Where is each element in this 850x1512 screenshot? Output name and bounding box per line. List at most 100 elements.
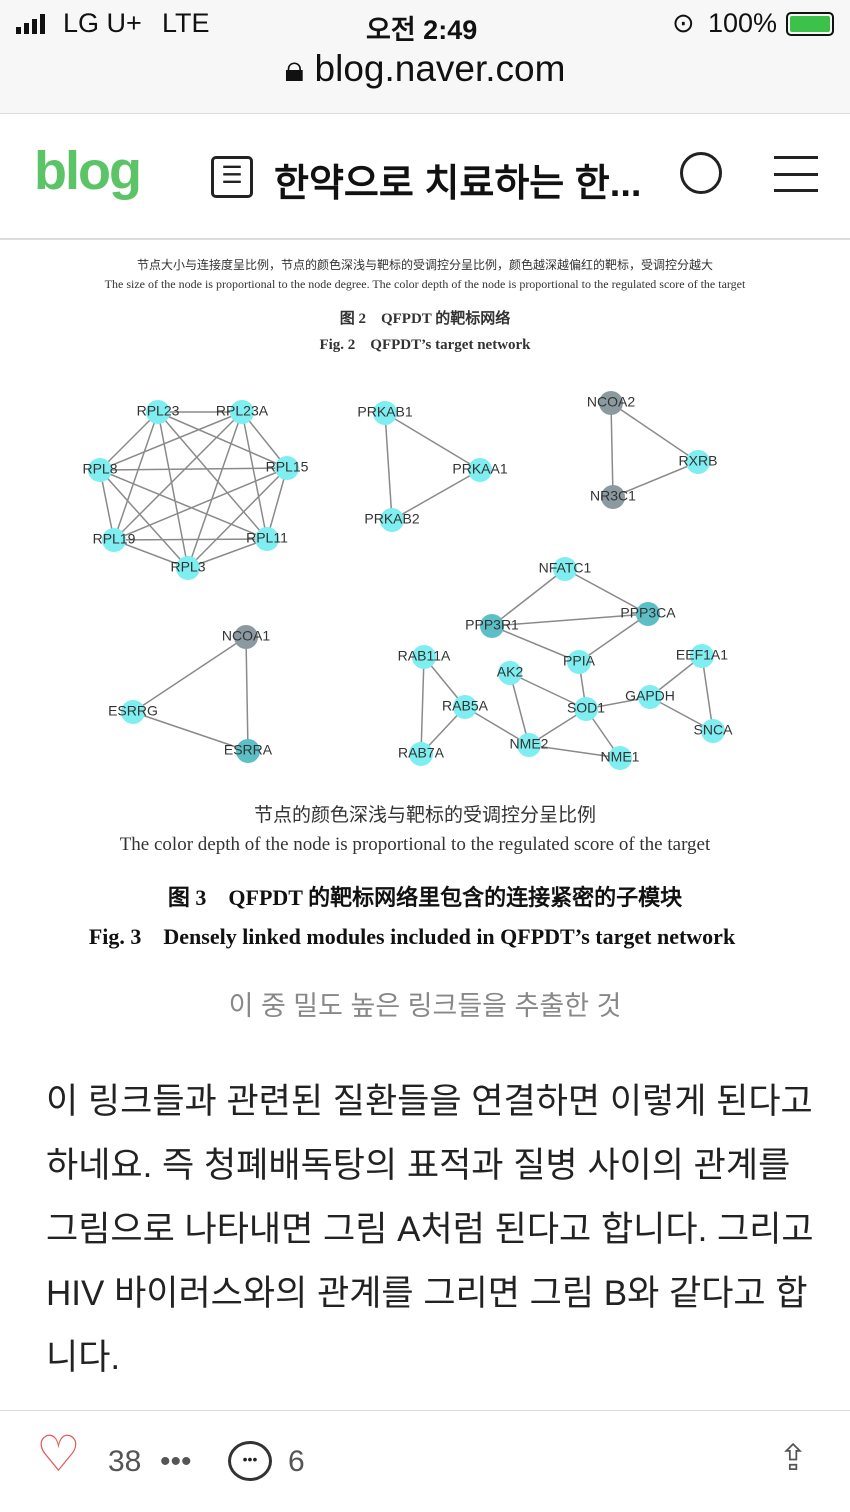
lock-icon: 🔒︎ <box>284 48 305 89</box>
node-label: AK2 <box>497 664 524 680</box>
network-type: LTE <box>162 8 210 38</box>
network-node: RPL3 <box>170 556 206 580</box>
network-edge <box>701 655 714 732</box>
node-label: NCOA2 <box>587 394 635 410</box>
fig2-title-cn: 图 2 QFPDT 的靶标网络 <box>339 311 511 327</box>
clock: 오전 2:49 <box>366 15 478 45</box>
node-label: GAPDH <box>625 688 675 704</box>
node-label: RAB11A <box>398 648 451 664</box>
fig3-title-cn: 图 3 QFPDT 的靶标网络里包含的连接紧密的子模块 <box>167 885 683 910</box>
network-edge <box>157 411 288 469</box>
network-edge <box>99 411 243 471</box>
network-edge <box>99 469 268 540</box>
network-edge <box>113 467 288 541</box>
node-label: PPP3CA <box>620 605 676 621</box>
node-circle <box>468 458 492 482</box>
node-circle <box>567 650 591 674</box>
network-node: EEF1A1 <box>676 644 728 668</box>
network-edge <box>99 411 159 471</box>
network-edge <box>509 672 587 710</box>
network-edge <box>241 411 268 540</box>
post-body-text: 이 링크들과 관련된 질환들을 연결하면 이렇게 된다고 하네요. 즉 청폐배독… <box>46 1082 814 1377</box>
carrier: LG U+ <box>63 8 142 38</box>
fig2-title-en: Fig. 2 QFPDT’s target network <box>319 337 531 353</box>
network-node: RXRB <box>679 450 718 474</box>
network-edge <box>99 467 288 471</box>
node-label: ESRRG <box>108 703 158 719</box>
node-label: NCOA1 <box>222 628 270 644</box>
url-text: blog.naver.com <box>314 48 566 89</box>
network-edge <box>491 613 649 627</box>
node-circle <box>373 401 397 425</box>
node-label: PPP3R1 <box>465 617 519 633</box>
node-label: RPL23 <box>137 403 180 419</box>
node-circle <box>275 456 299 480</box>
network-node: RPL8 <box>82 458 118 482</box>
network-edge <box>612 461 699 498</box>
network-edge <box>113 411 243 541</box>
network-node: NFATC1 <box>539 557 592 581</box>
search-icon[interactable] <box>680 152 722 194</box>
post-footer: ♡ 38 ••• ••• 6 ⇪ <box>0 1410 850 1512</box>
node-label: RAB5A <box>442 698 489 714</box>
node-circle <box>608 746 632 770</box>
heart-icon[interactable]: ♡ <box>36 1426 81 1482</box>
node-circle <box>409 742 433 766</box>
network-edge <box>610 402 614 498</box>
node-label: RPL8 <box>82 461 117 477</box>
network-node: RPL11 <box>246 527 288 551</box>
network-edge <box>187 538 268 569</box>
node-label: PRKAB1 <box>357 404 412 420</box>
node-circle <box>599 391 623 415</box>
network-edge <box>610 402 699 463</box>
node-label: PRKAB2 <box>364 511 419 527</box>
node-label: NME1 <box>601 749 640 765</box>
menu-icon[interactable] <box>774 156 818 192</box>
post-title: 한약으로 치료하는 한... <box>274 163 642 205</box>
network-node: RPL23 <box>137 400 180 424</box>
node-label: RXRB <box>679 453 718 469</box>
status-bar: LG U+ LTE 오전 2:49 ⊙ 100% 🔒︎ blog.naver.c… <box>0 0 850 114</box>
network-node: NCOA1 <box>222 625 270 649</box>
comment-icon[interactable]: ••• <box>228 1441 272 1481</box>
comment-count: 6 <box>288 1445 305 1478</box>
fig3-title-en: Fig. 3 Densely linked modules included i… <box>88 924 736 949</box>
network-edge <box>509 672 530 746</box>
node-label: PPIA <box>563 653 596 669</box>
share-icon[interactable]: ⇪ <box>778 1437 809 1478</box>
network-edge <box>157 411 268 540</box>
node-circle <box>176 556 200 580</box>
network-node: NME1 <box>601 746 640 770</box>
network-edge <box>99 469 189 569</box>
network-edge <box>187 467 288 569</box>
node-label: NME2 <box>510 736 549 752</box>
network-node: RAB11A <box>398 645 451 669</box>
network-edge <box>132 711 249 752</box>
network-edge <box>384 412 481 471</box>
network-node: NCOA2 <box>587 391 635 415</box>
network-edge <box>245 636 249 752</box>
network-node: PRKAB2 <box>364 508 420 532</box>
node-circle <box>236 739 260 763</box>
network-node: ESRRG <box>108 700 158 724</box>
fig2-note-cn: 节点大小与连接度呈比例，节点的颜色深浅与靶标的受调控分呈比例，颜色越深越偏红的靶… <box>136 258 713 272</box>
figure-image: 节点大小与连接度呈比例，节点的颜色深浅与靶标的受调控分呈比例，颜色越深越偏红的靶… <box>0 240 850 960</box>
network-edge <box>266 467 288 540</box>
node-label: RAB7A <box>398 745 445 761</box>
network-node: RAB7A <box>398 742 445 766</box>
blog-logo[interactable]: blog <box>34 141 142 201</box>
network-node: AK2 <box>497 661 524 685</box>
fig3-note-en: The color depth of the node is proportio… <box>119 834 711 855</box>
network-node: RAB5A <box>442 695 489 719</box>
node-label: RPL3 <box>170 559 205 575</box>
list-icon[interactable]: ☰ <box>211 156 253 198</box>
node-circle <box>412 645 436 669</box>
fig3-note-cn: 节点的颜色深浅与靶标的受调控分呈比例 <box>253 805 596 826</box>
network-edge <box>491 625 580 663</box>
network-edge <box>187 411 243 569</box>
more-icon[interactable]: ••• <box>160 1445 192 1478</box>
network-node: PRKAA1 <box>452 458 508 482</box>
url-bar[interactable]: 🔒︎ blog.naver.com <box>0 48 850 91</box>
network-edge <box>157 411 189 569</box>
